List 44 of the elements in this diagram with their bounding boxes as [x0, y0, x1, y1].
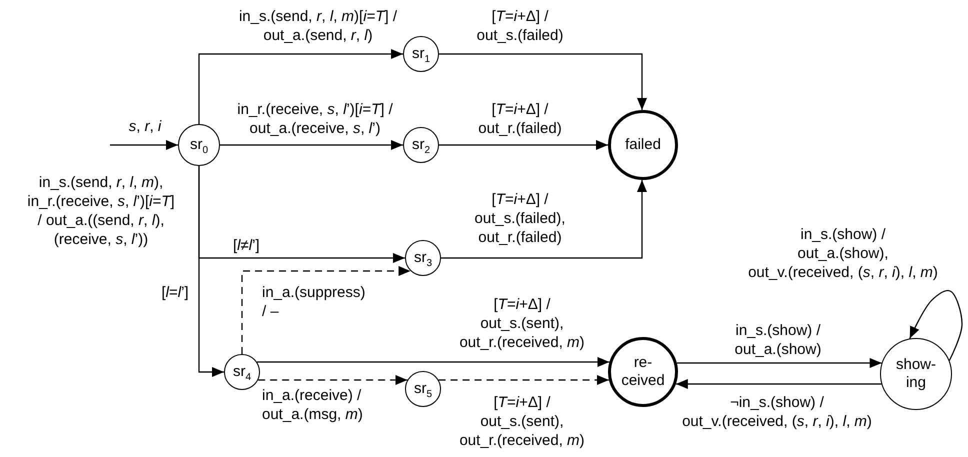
transition-arrow: [676, 358, 882, 368]
transition-arrow: [676, 379, 882, 389]
transition-label: [T=i+Δ] / out_s.(failed): [476, 7, 564, 45]
transition-arrow: [256, 357, 610, 367]
transition-label: in_s.(show) / out_a.(show), out_v.(received, (s, r, i), l, m): [748, 225, 938, 282]
transition-label: in_a.(receive) / out_a.(msg, m): [262, 386, 363, 424]
transition-label: [T=i+Δ] / out_s.(sent), out_r.(received, m): [459, 393, 585, 450]
state-circle: [405, 240, 441, 276]
state-name: show- ing: [896, 356, 936, 392]
transition-label: [T=i+Δ] / out_r.(failed): [478, 100, 562, 138]
state-circle: [403, 127, 439, 163]
transition-arrow: [258, 375, 408, 385]
state-circle: [224, 354, 260, 390]
transition-arrow: [909, 290, 963, 361]
transition-arrow: [441, 180, 647, 259]
state-name: sr$_{4}$: [232, 363, 252, 381]
transition-label: s, r, i: [128, 117, 162, 136]
transition-label: [l=l’]: [161, 283, 189, 302]
transition-arrow: [110, 140, 178, 150]
state-name: sr$_{1}$: [412, 45, 430, 63]
transition-arrow: [438, 375, 609, 385]
state-circle: [178, 124, 220, 166]
state-name: failed: [625, 136, 661, 154]
transition-arrow: [439, 140, 608, 150]
transition-arrow: [198, 166, 224, 377]
transition-label: in_s.(show) / out_a.(show): [734, 321, 822, 359]
state-name: re- ceived: [621, 354, 665, 390]
state-name: sr$_{5}$: [414, 380, 432, 398]
transition-arrow: [241, 266, 411, 354]
transition-arrow: [220, 140, 403, 150]
transition-label: ¬in_s.(show) / out_v.(received, (s, r, i), l, m): [682, 393, 872, 431]
transition-label: [l≠l’]: [233, 236, 260, 255]
transition-label: in_s.(send, r, l, m), in_r.(receive, s, l’)[i=T] / out_a.((send, r, l), (receive, s, l’)): [27, 173, 175, 249]
transition-arrow: [439, 53, 647, 110]
state-circle: [405, 371, 441, 407]
transition-label: [T=i+Δ] / out_s.(sent), out_r.(received, m): [459, 295, 585, 352]
state-name: sr$_{2}$: [412, 136, 430, 154]
transition-label: in_r.(receive, s, l’)[i=T] / out_a.(receive, s, l’): [237, 100, 393, 138]
state-name: sr$_{0}$: [190, 136, 208, 154]
transition-label: [T=i+Δ] / out_s.(failed), out_r.(failed): [474, 190, 566, 247]
state-circle: [403, 36, 439, 72]
transition-arrow: [198, 49, 403, 124]
transition-label: in_s.(send, r, l, m)[i=T] / out_a.(send, r, l): [238, 7, 398, 45]
state-name: sr$_{3}$: [414, 249, 432, 267]
